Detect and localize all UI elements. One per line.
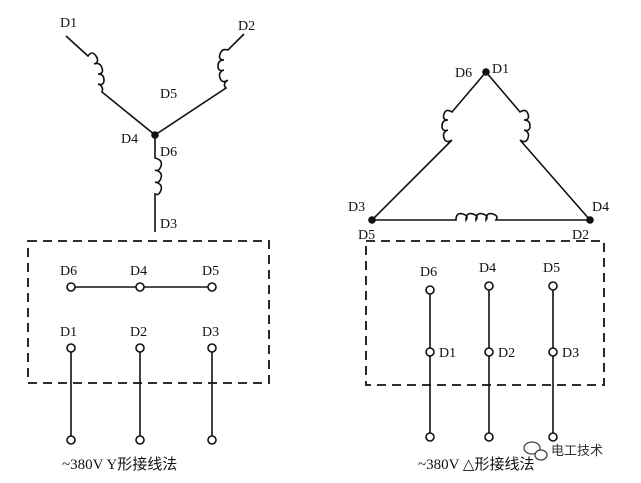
star-center-node [151,131,159,139]
delta-terminal-d4 [484,281,494,291]
delta-terminal-d6 [425,285,435,295]
delta-terminal-d1 [425,347,435,357]
star-terminals [66,282,217,445]
chat-bubble-icon [523,441,548,461]
delta-label-d4: D4 [592,200,609,215]
delta-label-d3: D3 [348,200,365,215]
star-top-label-2: D4 [130,264,147,279]
delta-side-label-d1: D1 [439,346,456,361]
delta-top-label-3: D5 [543,261,560,276]
delta-terminal-d5 [548,281,558,291]
watermark: 电工技术 [523,441,603,461]
star-terminal-d2 [135,343,145,353]
star-supply-end-2 [135,435,145,445]
delta-node-top [482,68,490,76]
star-label-d6: D6 [160,145,177,160]
star-top-label-3: D5 [202,264,219,279]
delta-node-right [586,216,594,224]
delta-label-d1: D1 [492,62,509,77]
star-terminal-d5 [207,282,217,292]
delta-terminal-d3 [548,347,558,357]
star-winding-2 [154,33,245,136]
star-supply-end-3 [207,435,217,445]
star-terminal-d6 [66,282,76,292]
delta-winding-left [371,71,487,221]
delta-side-label-d2: D2 [498,346,515,361]
star-label-d2: D2 [238,19,255,34]
delta-caption: ~380V △形接线法 [418,456,534,473]
delta-terminal-d2 [484,347,494,357]
star-bottom-label-2: D2 [130,325,147,340]
delta-terminals [425,281,558,442]
star-bottom-label-3: D3 [202,325,219,340]
delta-supply-end-2 [484,432,494,442]
delta-side-label-d3: D3 [562,346,579,361]
delta-top-label-1: D6 [420,265,437,280]
delta-top-label-2: D4 [479,261,496,276]
delta-terminal-box [365,240,605,386]
delta-label-d5: D5 [358,228,375,243]
star-top-label-1: D6 [60,264,77,279]
star-bottom-label-1: D1 [60,325,77,340]
delta-diagram [368,68,594,224]
delta-supply-end-3 [548,432,558,442]
delta-winding-right [485,71,591,221]
star-terminal-d1 [66,343,76,353]
star-label-d1: D1 [60,16,77,31]
delta-supply-end-1 [425,432,435,442]
star-terminal-d4 [135,282,145,292]
star-supply-end-1 [66,435,76,445]
star-caption: ~380V Y形接线法 [62,456,177,473]
star-diagram [65,33,245,232]
star-terminal-d3 [207,343,217,353]
delta-label-d2: D2 [572,228,589,243]
delta-node-left [368,216,376,224]
star-terminal-box [27,240,270,384]
star-label-d5: D5 [160,87,177,102]
delta-label-d6: D6 [455,66,472,81]
star-label-d4: D4 [121,132,138,147]
delta-winding-bottom [372,212,590,223]
star-winding-3 [154,135,163,232]
star-label-d3: D3 [160,217,177,232]
star-winding-1 [65,35,156,136]
watermark-text: 电工技术 [551,444,603,459]
